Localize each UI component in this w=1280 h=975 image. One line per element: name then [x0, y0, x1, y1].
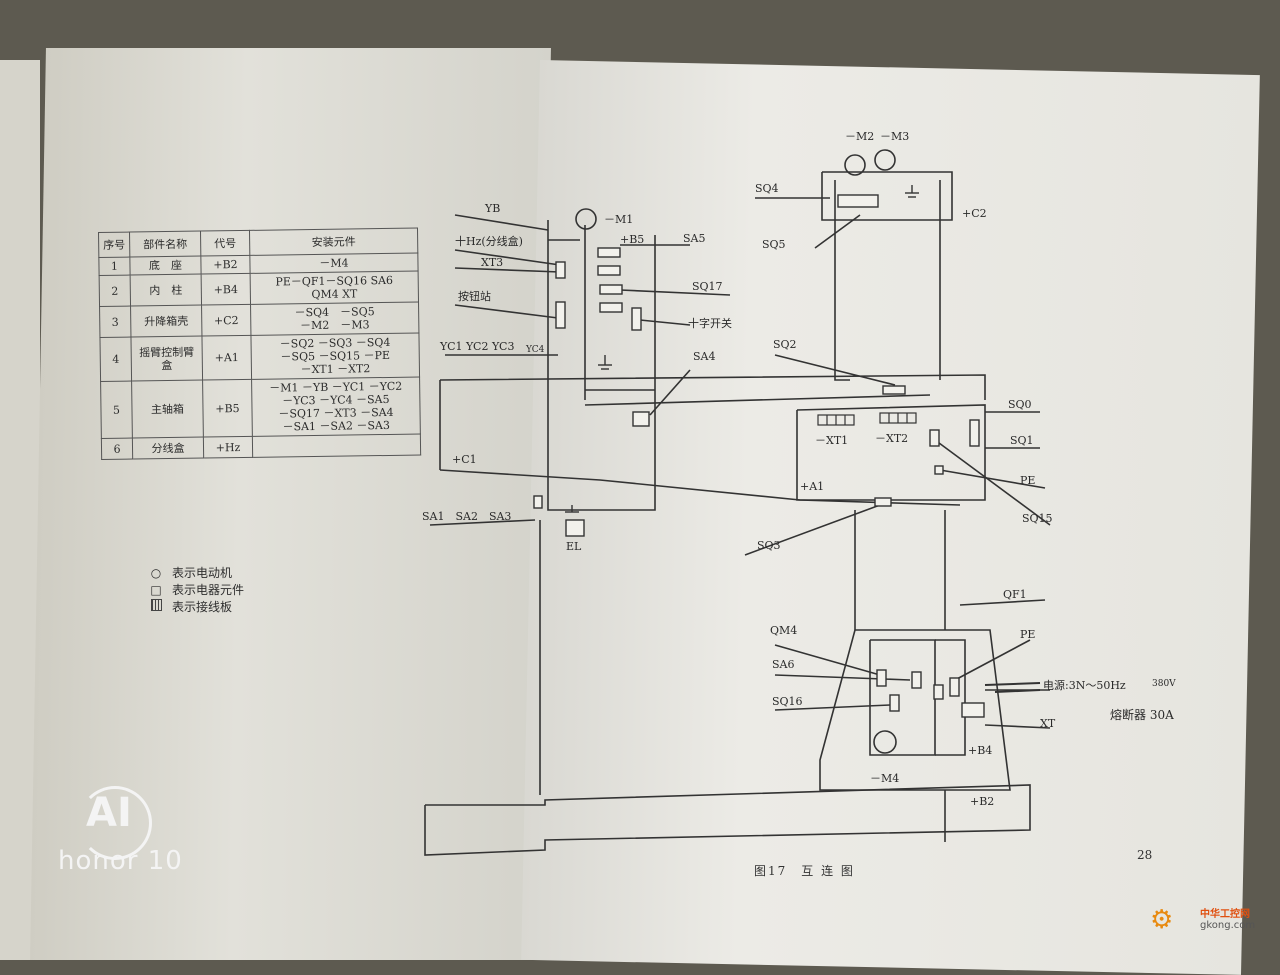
label-380v: 380V: [1152, 679, 1176, 689]
label-m3: －M3: [880, 130, 909, 143]
legend: ○ 表示电动机 □ 表示电器元件 表示接线板: [150, 565, 244, 616]
label-xt2: －XT2: [875, 432, 908, 445]
label-b4: +B4: [968, 744, 992, 757]
label-sq0: SQ0: [1008, 398, 1032, 411]
gear-icon: ⚙: [1150, 905, 1174, 935]
label-sq15: SQ15: [1022, 512, 1053, 525]
label-sq16: SQ16: [772, 695, 803, 708]
terminal-boards: [817, 412, 917, 426]
label-sa4: SA4: [693, 350, 715, 363]
site-url: gkong.com: [1200, 920, 1256, 931]
label-button-station: 按钮站: [458, 289, 491, 303]
legend-item: □ 表示电器元件: [150, 582, 244, 599]
label-xt1: －XT1: [815, 434, 848, 447]
legend-text: 表示电器元件: [172, 583, 245, 597]
label-sq17: SQ17: [692, 280, 723, 293]
label-sa6: SA6: [772, 658, 794, 671]
legend-text: 表示电动机: [172, 566, 233, 580]
terminal-board-icon: [150, 599, 162, 616]
label-yc4: YC4: [525, 345, 545, 355]
label-yb: YB: [484, 202, 500, 215]
circle-icon: ○: [150, 566, 162, 580]
label-b5: +B5: [620, 233, 644, 246]
label-xt: XT: [1040, 717, 1056, 730]
label-m1: －M1: [604, 213, 633, 226]
label-qf1: QF1: [1003, 588, 1027, 601]
label-sq5: SQ5: [762, 238, 786, 251]
legend-text: 表示接线板: [172, 600, 233, 614]
site-watermark: 中华工控网 gkong.com: [1200, 905, 1255, 931]
label-fuse: 熔断器 30A: [1110, 707, 1174, 722]
figure-caption: 图17 互 连 图: [754, 864, 855, 878]
label-sq4: SQ4: [755, 182, 779, 195]
label-pe-2: PE: [1020, 628, 1035, 641]
label-b2: +B2: [970, 795, 994, 808]
camera-watermark: AI honor 10: [58, 786, 183, 876]
label-yc: YC1 YC2 YC3: [439, 340, 514, 353]
label-m4: －M4: [870, 772, 899, 785]
label-a1: +A1: [800, 480, 824, 493]
label-sa5: SA5: [683, 232, 705, 245]
component-symbols: [533, 194, 985, 718]
page-number: 28: [1137, 848, 1153, 862]
label-sq2: SQ2: [773, 338, 797, 351]
legend-item: 表示接线板: [150, 599, 244, 616]
diagram-labels: －M2 －M3 SQ4 +C2 SQ5 YB －M1 十Hz(分线盒) +B5 …: [422, 130, 1176, 808]
label-m2: －M2: [845, 130, 874, 143]
square-icon: □: [150, 583, 162, 597]
ai-ring-icon: [78, 786, 152, 860]
label-sq1: SQ1: [1010, 434, 1034, 447]
label-qm4: QM4: [770, 624, 797, 637]
label-el: EL: [566, 540, 582, 553]
motor-symbols: [575, 149, 897, 754]
legend-item: ○ 表示电动机: [150, 565, 244, 582]
label-pe: PE: [1020, 474, 1035, 487]
power-leads: [984, 682, 1041, 693]
label-sa123: SA1 SA2 SA3: [422, 510, 511, 523]
label-cross-switch: 十字开关: [688, 316, 732, 330]
site-name: 中华工控网: [1200, 909, 1250, 920]
ground-icon: [565, 185, 919, 513]
label-xt3: XT3: [481, 256, 503, 269]
label-hz: 十Hz(分线盒): [455, 234, 523, 248]
diagram-lines: [424, 171, 1051, 856]
label-c2: +C2: [962, 207, 987, 220]
label-sq3: SQ3: [757, 539, 781, 552]
label-power: 电源:3N～50Hz: [1043, 678, 1126, 692]
label-c1: +C1: [452, 453, 477, 466]
